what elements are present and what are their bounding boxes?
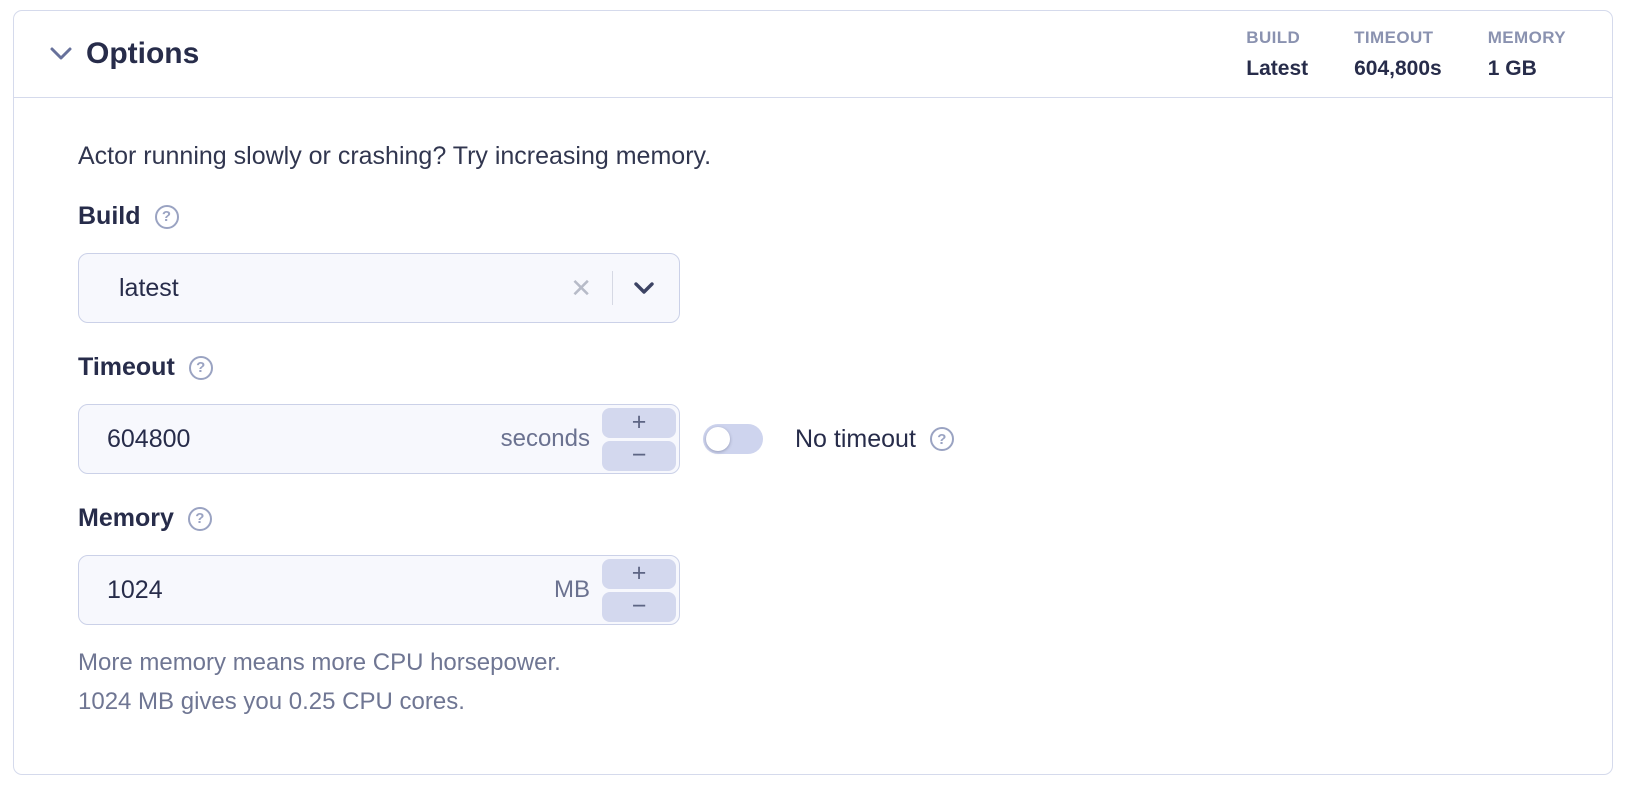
no-timeout-label: No timeout	[795, 424, 916, 453]
memory-input[interactable]	[79, 556, 554, 624]
options-body: Actor running slowly or crashing? Try in…	[14, 98, 1612, 721]
no-timeout-group: No timeout ?	[703, 424, 954, 454]
summary-memory-label: MEMORY	[1487, 27, 1566, 47]
memory-label: Memory	[78, 504, 174, 532]
summary-timeout-value: 604,800s	[1354, 56, 1442, 80]
memory-help-text: More memory means more CPU horsepower. 1…	[78, 643, 1548, 721]
build-label: Build	[78, 202, 141, 230]
timeout-field[interactable]: seconds + −	[78, 404, 680, 474]
timeout-row: seconds + − No timeout ?	[78, 382, 1548, 474]
summary-build-label: BUILD	[1246, 27, 1301, 47]
memory-help-line-1: More memory means more CPU horsepower.	[78, 649, 561, 676]
chevron-down-icon	[49, 46, 73, 62]
timeout-decrement-button[interactable]: −	[602, 440, 676, 471]
build-label-row: Build ?	[78, 202, 1548, 231]
summary-build-value: Latest	[1246, 56, 1309, 80]
timeout-label: Timeout	[78, 353, 175, 381]
memory-stepper: + −	[602, 558, 676, 622]
memory-help-icon[interactable]: ?	[187, 506, 212, 531]
summary-timeout: TIMEOUT 604,800s	[1354, 27, 1442, 82]
memory-increment-button[interactable]: +	[602, 558, 676, 589]
summary-memory-value: 1 GB	[1487, 56, 1537, 80]
options-panel: Options BUILD Latest TIMEOUT 604,800s ME…	[13, 10, 1613, 775]
build-select[interactable]: ✕	[78, 253, 680, 323]
no-timeout-help-icon[interactable]: ?	[929, 427, 954, 451]
no-timeout-toggle[interactable]	[703, 424, 763, 454]
options-summary: BUILD Latest TIMEOUT 604,800s MEMORY 1 G…	[1246, 27, 1566, 82]
build-help-icon[interactable]: ?	[154, 204, 179, 229]
clear-icon: ✕	[570, 273, 592, 303]
build-input[interactable]	[79, 254, 571, 322]
summary-memory: MEMORY 1 GB	[1488, 27, 1566, 82]
page-title: Options	[86, 37, 200, 70]
memory-field[interactable]: MB + −	[78, 555, 680, 625]
memory-unit: MB	[554, 576, 590, 603]
collapse-section-button[interactable]	[48, 41, 74, 67]
build-dropdown-button[interactable]	[633, 281, 655, 295]
summary-timeout-label: TIMEOUT	[1354, 27, 1434, 47]
options-header: Options BUILD Latest TIMEOUT 604,800s ME…	[14, 11, 1612, 98]
memory-hint-text: Actor running slowly or crashing? Try in…	[78, 142, 712, 170]
timeout-unit: seconds	[500, 425, 590, 452]
timeout-input[interactable]	[79, 405, 501, 473]
toggle-knob	[706, 427, 730, 451]
memory-decrement-button[interactable]: −	[602, 591, 676, 622]
memory-help-line-2: 1024 MB gives you 0.25 CPU cores.	[78, 688, 465, 715]
summary-build: BUILD Latest	[1246, 27, 1308, 82]
timeout-increment-button[interactable]: +	[602, 407, 676, 438]
timeout-help-icon[interactable]: ?	[188, 355, 213, 380]
memory-label-row: Memory ?	[78, 504, 1548, 533]
select-divider	[612, 271, 613, 305]
clear-build-button[interactable]: ✕	[570, 275, 592, 301]
chevron-down-icon	[633, 281, 655, 295]
timeout-label-row: Timeout ?	[78, 353, 1548, 382]
timeout-stepper: + −	[602, 407, 676, 471]
